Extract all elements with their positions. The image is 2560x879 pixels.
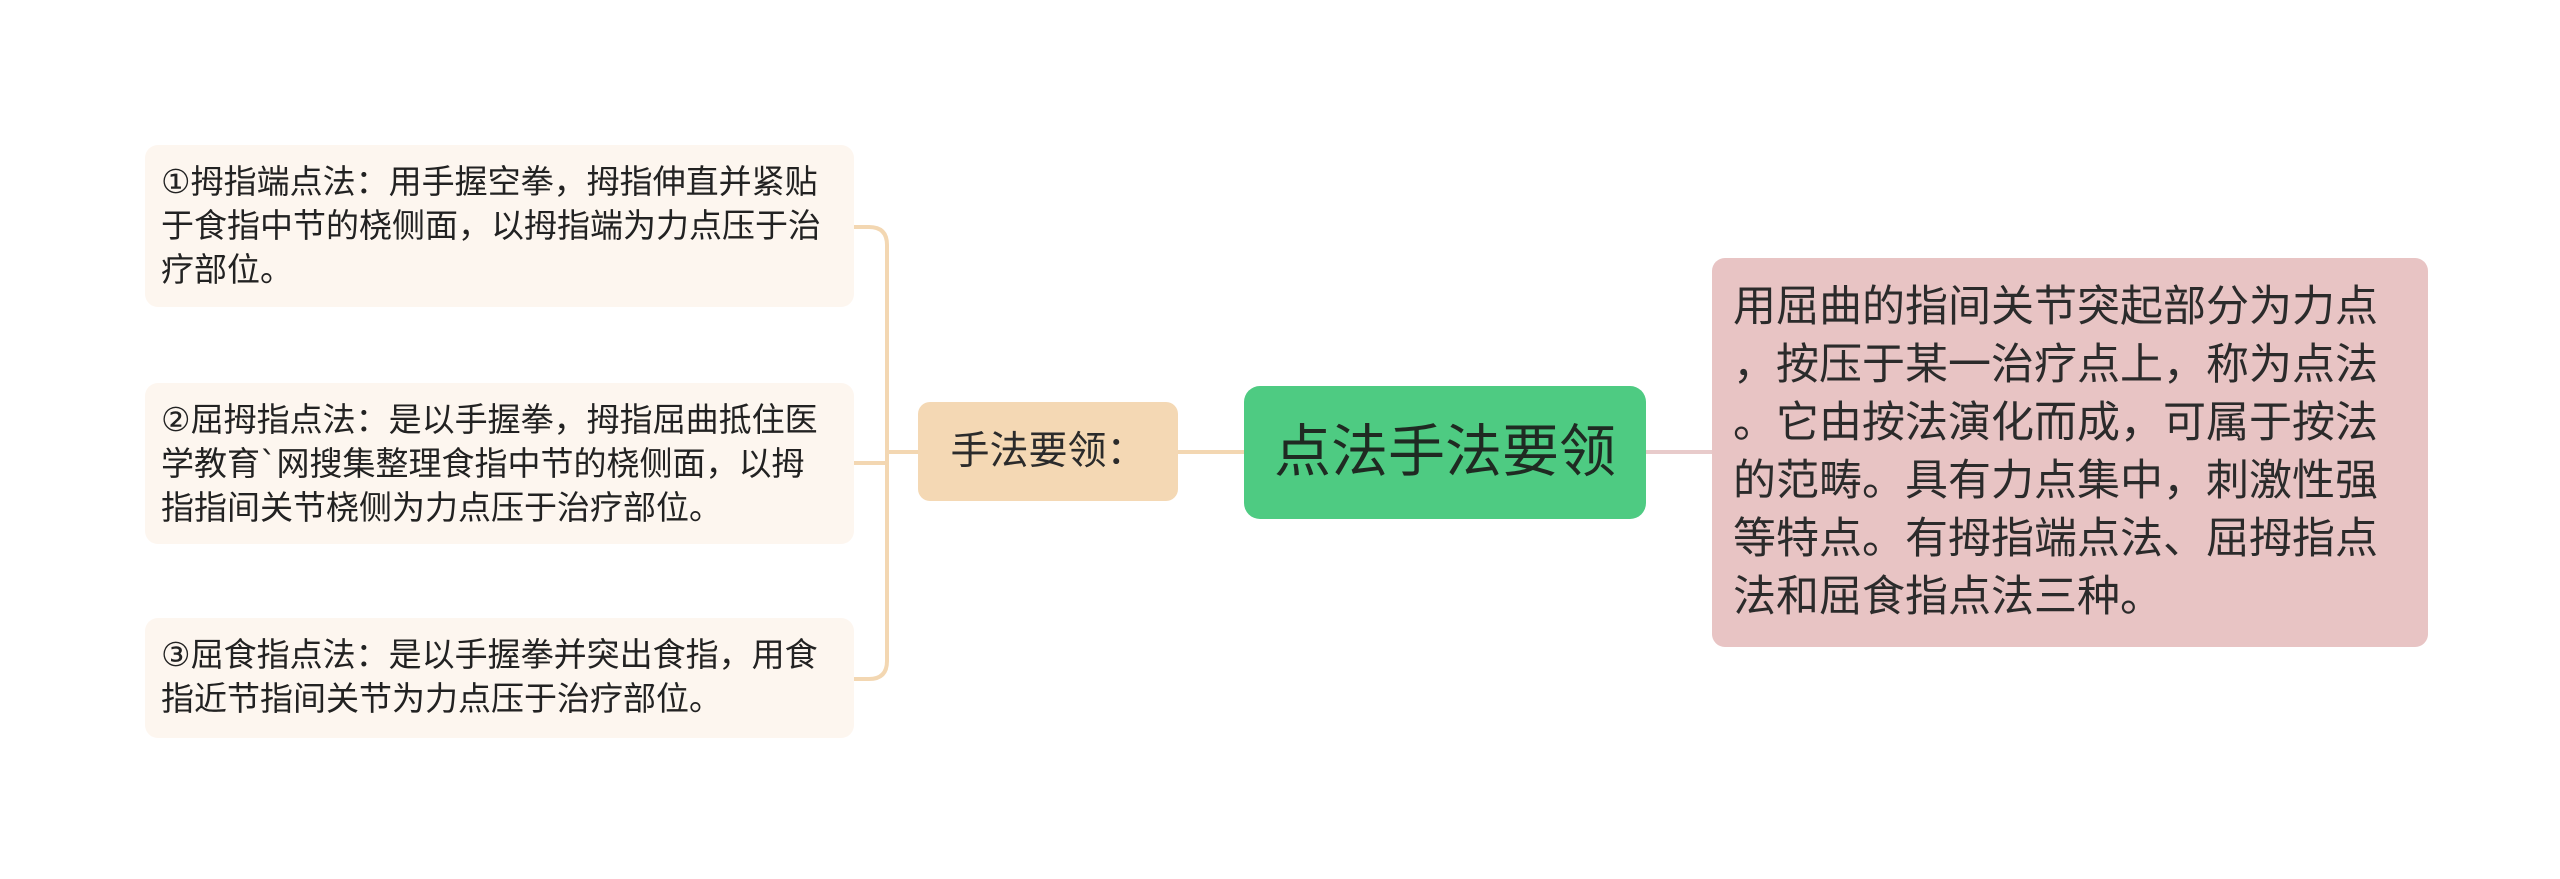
node-text-line: 的范畴。具有力点集中，刺激性强 — [1733, 456, 2378, 506]
node-text-line: 法和屈食指点法三种。 — [1733, 572, 2163, 622]
node-text-line: 指指间关节桡侧为力点压于治疗部位。 — [161, 488, 722, 527]
branch-node-label: 手法要领： — [950, 429, 1146, 474]
node-text-line: 等特点。有拇指端点法、屈拇指点 — [1733, 514, 2378, 564]
node-text-line: 疗部位。 — [161, 250, 293, 289]
node-text-line: 于食指中节的桡侧面，以拇指端为力点压于治 — [161, 206, 821, 245]
node-text-line: ①拇指端点法：用手握空拳，拇指伸直并紧贴 — [161, 162, 818, 201]
description-node[interactable]: 用屈曲的指间关节突起部分为力点 ，按压于某一治疗点上，称为点法 。它由按法演化而… — [1712, 258, 2428, 647]
node-text-line: ②屈拇指点法：是以手握拳，拇指屈曲抵住医 — [161, 400, 818, 439]
connector-methods-bracket — [852, 225, 889, 681]
root-node[interactable]: 点法手法要领 — [1244, 386, 1646, 519]
node-text-line: 指近节指间关节为力点压于治疗部位。 — [161, 679, 722, 718]
node-text-line: ③屈食指点法：是以手握拳并突出食指，用食 — [161, 635, 818, 674]
branch-node[interactable]: 手法要领： — [918, 402, 1178, 501]
node-text-line: ，按压于某一治疗点上，称为点法 — [1733, 340, 2378, 390]
node-text-line: 用屈曲的指间关节突起部分为力点 — [1733, 282, 2378, 332]
node-text-line: 学教育`网搜集整理食指中节的桡侧面，以拇 — [161, 444, 805, 483]
root-node-label: 点法手法要领 — [1274, 419, 1616, 485]
method-node-bent-index[interactable]: ③屈食指点法：是以手握拳并突出食指，用食 指近节指间关节为力点压于治疗部位。 — [145, 618, 854, 738]
method-node-bent-thumb[interactable]: ②屈拇指点法：是以手握拳，拇指屈曲抵住医 学教育`网搜集整理食指中节的桡侧面，以… — [145, 383, 854, 544]
node-text-line: 。它由按法演化而成，可属于按法 — [1733, 398, 2378, 448]
method-node-thumb-tip[interactable]: ①拇指端点法：用手握空拳，拇指伸直并紧贴 于食指中节的桡侧面，以拇指端为力点压于… — [145, 145, 854, 307]
